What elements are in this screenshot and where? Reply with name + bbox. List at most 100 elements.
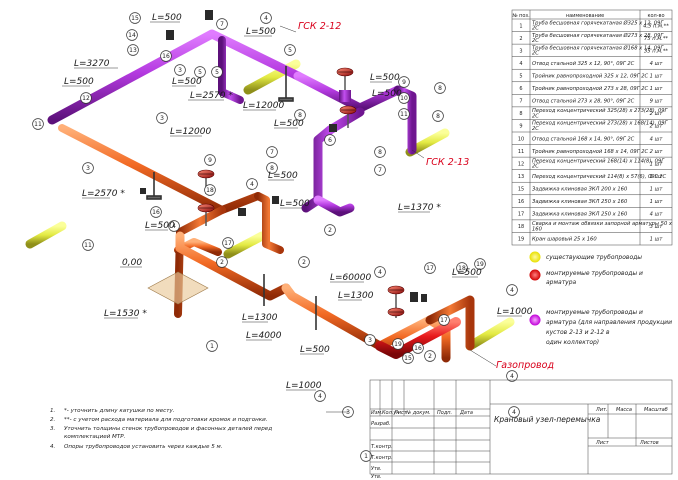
note-number: 3. <box>50 426 56 432</box>
spec-name: Труба бесшовная горячекатаная Ø325 х 12,… <box>532 19 664 31</box>
callout-circle <box>456 262 468 274</box>
tb-header: Изм. <box>371 410 383 416</box>
spec-name: Переход концентрический 168(14) х 114(8)… <box>532 158 665 169</box>
callout-number: 11 <box>34 121 42 128</box>
dim-label: L=500 <box>300 345 330 355</box>
spec-name: Тройник равнопроходной 325 х 12, 09Г 2С <box>532 74 649 80</box>
dim-label: L=500 <box>372 89 402 99</box>
callout-number: 7 <box>220 21 224 28</box>
callout-circle <box>474 258 486 270</box>
spec-name: Труба бесшовная горячекатаная Ø168 х 14,… <box>532 44 664 56</box>
spec-quantity: 4,5 п.м.** <box>643 23 669 29</box>
spec-position: 15 <box>518 187 524 193</box>
callout-circle <box>32 118 44 130</box>
callout-number: 9 <box>208 157 212 164</box>
dim-label: L=1300 <box>338 291 374 301</box>
spec-name: Тройник равнопроходной 273 х 28, 09Г 2С <box>532 86 649 92</box>
spec-quantity: 2 шт <box>650 124 664 130</box>
callout-circle <box>222 237 234 249</box>
spec-quantity: 1 шт <box>650 187 664 193</box>
callout-circle <box>314 390 326 402</box>
callout-circle <box>398 108 410 120</box>
dim-label: L=2570 * <box>82 189 125 199</box>
note-number: 1. <box>50 408 56 414</box>
callout-number: 19 <box>476 261 484 268</box>
spec-position: 8 <box>519 111 522 117</box>
spec-quantity: 75 п.м.** <box>644 36 668 42</box>
callout-number: 9 <box>402 79 406 86</box>
legend: существующие трубопроводы монтируемые тр… <box>529 251 674 346</box>
valve-icon <box>336 67 354 102</box>
spec-quantity: 9 шт <box>650 99 664 105</box>
callout-circle <box>266 146 278 158</box>
legend-text: существующие трубопроводы <box>546 254 642 261</box>
note-text: **- с учетом расхода материала для подго… <box>64 417 268 423</box>
callout-number: 3 <box>178 67 182 74</box>
spec-quantity: 1 шт <box>650 237 664 243</box>
callout-circle <box>364 334 376 346</box>
tb-header: № докум. <box>405 410 431 416</box>
spec-position: 7 <box>519 99 522 105</box>
dim-label: L=12000 <box>243 101 284 111</box>
legend-swatch-mounted <box>529 269 541 281</box>
callout-circle <box>206 340 218 352</box>
callout-circle <box>80 92 92 104</box>
legend-text: монтируемые трубопроводы и <box>546 270 643 277</box>
dimension-lines <box>62 21 522 413</box>
spec-quantity: 1 шт <box>650 86 664 92</box>
callout-circle <box>168 220 180 232</box>
callout-circle <box>374 164 386 176</box>
callout-circle <box>424 262 436 274</box>
spec-quantity: 35 п.м.** <box>644 48 668 54</box>
dim-label: L=500 <box>280 199 310 209</box>
callout-circle <box>294 109 306 121</box>
spec-position: 18 <box>518 224 524 230</box>
callout-number: 15 <box>131 15 139 22</box>
pipeline-labels: ГСК 2-12 ГСК 2-13 Газопровод <box>298 21 554 371</box>
dim-label: L=2570 * <box>190 91 233 101</box>
small-valve-icon <box>140 10 427 302</box>
callout-number: 5 <box>288 47 292 54</box>
spec-position: 17 <box>518 212 524 218</box>
callout-number: 3 <box>160 115 164 122</box>
callout-number: 4 <box>512 409 516 416</box>
spec-quantity: 1 шт <box>650 161 664 167</box>
callout-circle <box>392 338 404 350</box>
spec-name: Задвижка клиновая ЗКЛ 250 х 160 <box>532 199 628 205</box>
callout-circle <box>194 66 206 78</box>
callout-number: 8 <box>378 149 382 156</box>
callout-number: 3 <box>346 409 350 416</box>
callout-circle <box>398 92 410 104</box>
callout-circle <box>160 50 172 62</box>
legend-text: монтируемые трубопроводы и арматура (для… <box>546 309 674 346</box>
callout-number: 17 <box>440 317 448 324</box>
callout-number: 19 <box>394 341 402 348</box>
note-text: *- уточнить длину катушки по месту. <box>64 408 175 414</box>
spec-position: 6 <box>519 86 522 92</box>
pipe-supports <box>146 66 317 330</box>
dim-label: L=500 <box>452 268 482 278</box>
spec-quantity: 4 шт <box>650 212 664 218</box>
spec-name: Сварка и монтаж обвязки запорной арматур… <box>532 221 673 232</box>
spec-header: наименование <box>566 13 604 19</box>
callout-number: 2 <box>328 227 332 234</box>
callout-number: 16 <box>152 209 160 216</box>
dim-label: L=1370 * <box>398 203 441 213</box>
spec-quantity: 4 шт <box>650 136 664 142</box>
valve-icon <box>197 203 215 226</box>
callout-number: 15 <box>404 355 412 362</box>
callout-number: 2 <box>220 259 224 266</box>
note-number: 2. <box>50 417 56 423</box>
callout-circle <box>204 184 216 196</box>
tb-role: Утв. <box>371 474 382 480</box>
legend-swatch-combined <box>529 314 541 326</box>
callout-circle <box>506 370 518 382</box>
dim-label: L=1000 <box>286 381 322 391</box>
spec-name: Задвижка клиновая ЗКЛ 250 х 160 <box>532 212 628 218</box>
callout-circle <box>432 110 444 122</box>
spec-name: Переход концентрический 325(28) х 273(28… <box>532 108 669 119</box>
spec-position: 13 <box>518 174 524 180</box>
dim-label: L=3270 <box>74 59 110 69</box>
